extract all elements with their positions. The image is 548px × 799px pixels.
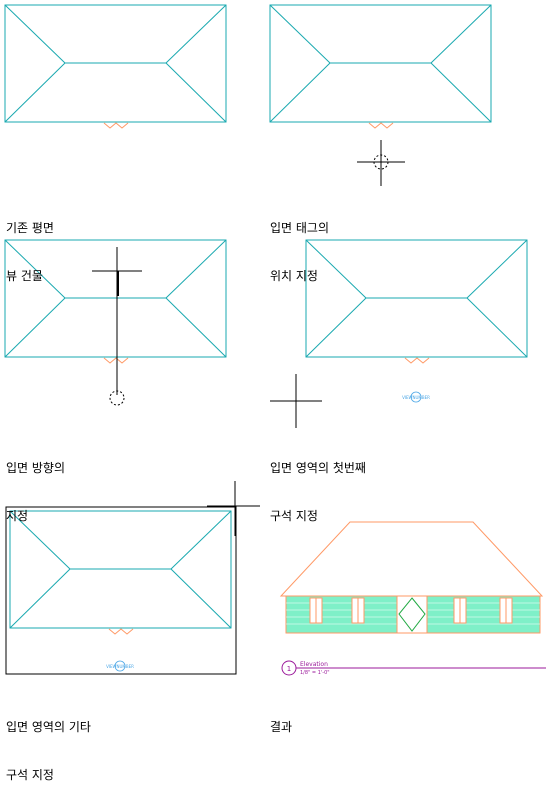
windows [309, 597, 513, 624]
door-swing [108, 628, 134, 635]
caption-line: 입면 방향의 [6, 461, 66, 475]
caption-line: 결과 [270, 720, 293, 734]
svg-text:VIEWNUMBER: VIEWNUMBER [106, 664, 134, 669]
door-swing [103, 122, 129, 129]
panel-existing-plan [4, 4, 227, 129]
caption-line: 입면 영역의 첫번째 [270, 461, 366, 475]
front-door [396, 595, 428, 634]
caption-line: 지정 [6, 509, 29, 523]
panel-result: 1 Elevation 1/8" = 1'-0" [279, 521, 546, 676]
caption-other-corner: 입면 영역의 기타 구석 지정 [6, 687, 91, 799]
caption-line: 구석 지정 [6, 768, 54, 782]
svg-text:1/8" = 1'-0": 1/8" = 1'-0" [300, 670, 330, 676]
panel-first-corner: VIEWNUMBER [270, 239, 528, 428]
elevation-title-tag: 1 Elevation 1/8" = 1'-0" [281, 660, 546, 676]
door-swing [368, 122, 394, 129]
caption-line: 위치 지정 [270, 269, 318, 283]
elevation-steps-diagram: VIEWNUMBER VIEWNUMBER [4, 4, 546, 676]
caption-line: 입면 태그의 [270, 221, 330, 235]
roof-plan [4, 4, 227, 123]
crosshair-cursor [357, 140, 405, 186]
svg-text:Elevation: Elevation [300, 661, 328, 668]
caption-tag-location: 입면 태그의 위치 지정 [270, 188, 329, 300]
door-swing [103, 357, 129, 364]
door-swing [404, 357, 430, 364]
roof-plan [4, 239, 227, 358]
crosshair-cursor [207, 481, 260, 536]
roof-plan [9, 510, 232, 629]
caption-line: 기존 평면 [6, 221, 54, 235]
svg-text:VIEWNUMBER: VIEWNUMBER [402, 395, 430, 400]
roof-elevation [279, 521, 544, 597]
caption-result: 결과 [270, 687, 292, 751]
panel-other-corner: VIEWNUMBER [5, 481, 260, 675]
panel-tag-location [269, 4, 492, 186]
caption-existing-plan: 기존 평면 뷰 건물 [6, 188, 54, 300]
roof-plan [305, 239, 528, 358]
svg-text:1: 1 [287, 665, 291, 673]
elevation-region [5, 506, 237, 675]
caption-first-corner: 입면 영역의 첫번째 구석 지정 [270, 428, 366, 540]
elevation-tag-symbol: VIEWNUMBER [106, 660, 134, 672]
caption-line: 구석 지정 [270, 509, 318, 523]
crosshair-cursor [92, 247, 142, 406]
caption-line: 뷰 건물 [6, 269, 43, 283]
roof-plan [269, 4, 492, 123]
panel-direction [4, 239, 227, 406]
elevation-tag-symbol: VIEWNUMBER [402, 391, 430, 403]
crosshair-cursor [270, 374, 322, 428]
caption-direction: 입면 방향의 지정 [6, 428, 65, 540]
caption-line: 입면 영역의 기타 [6, 720, 91, 734]
